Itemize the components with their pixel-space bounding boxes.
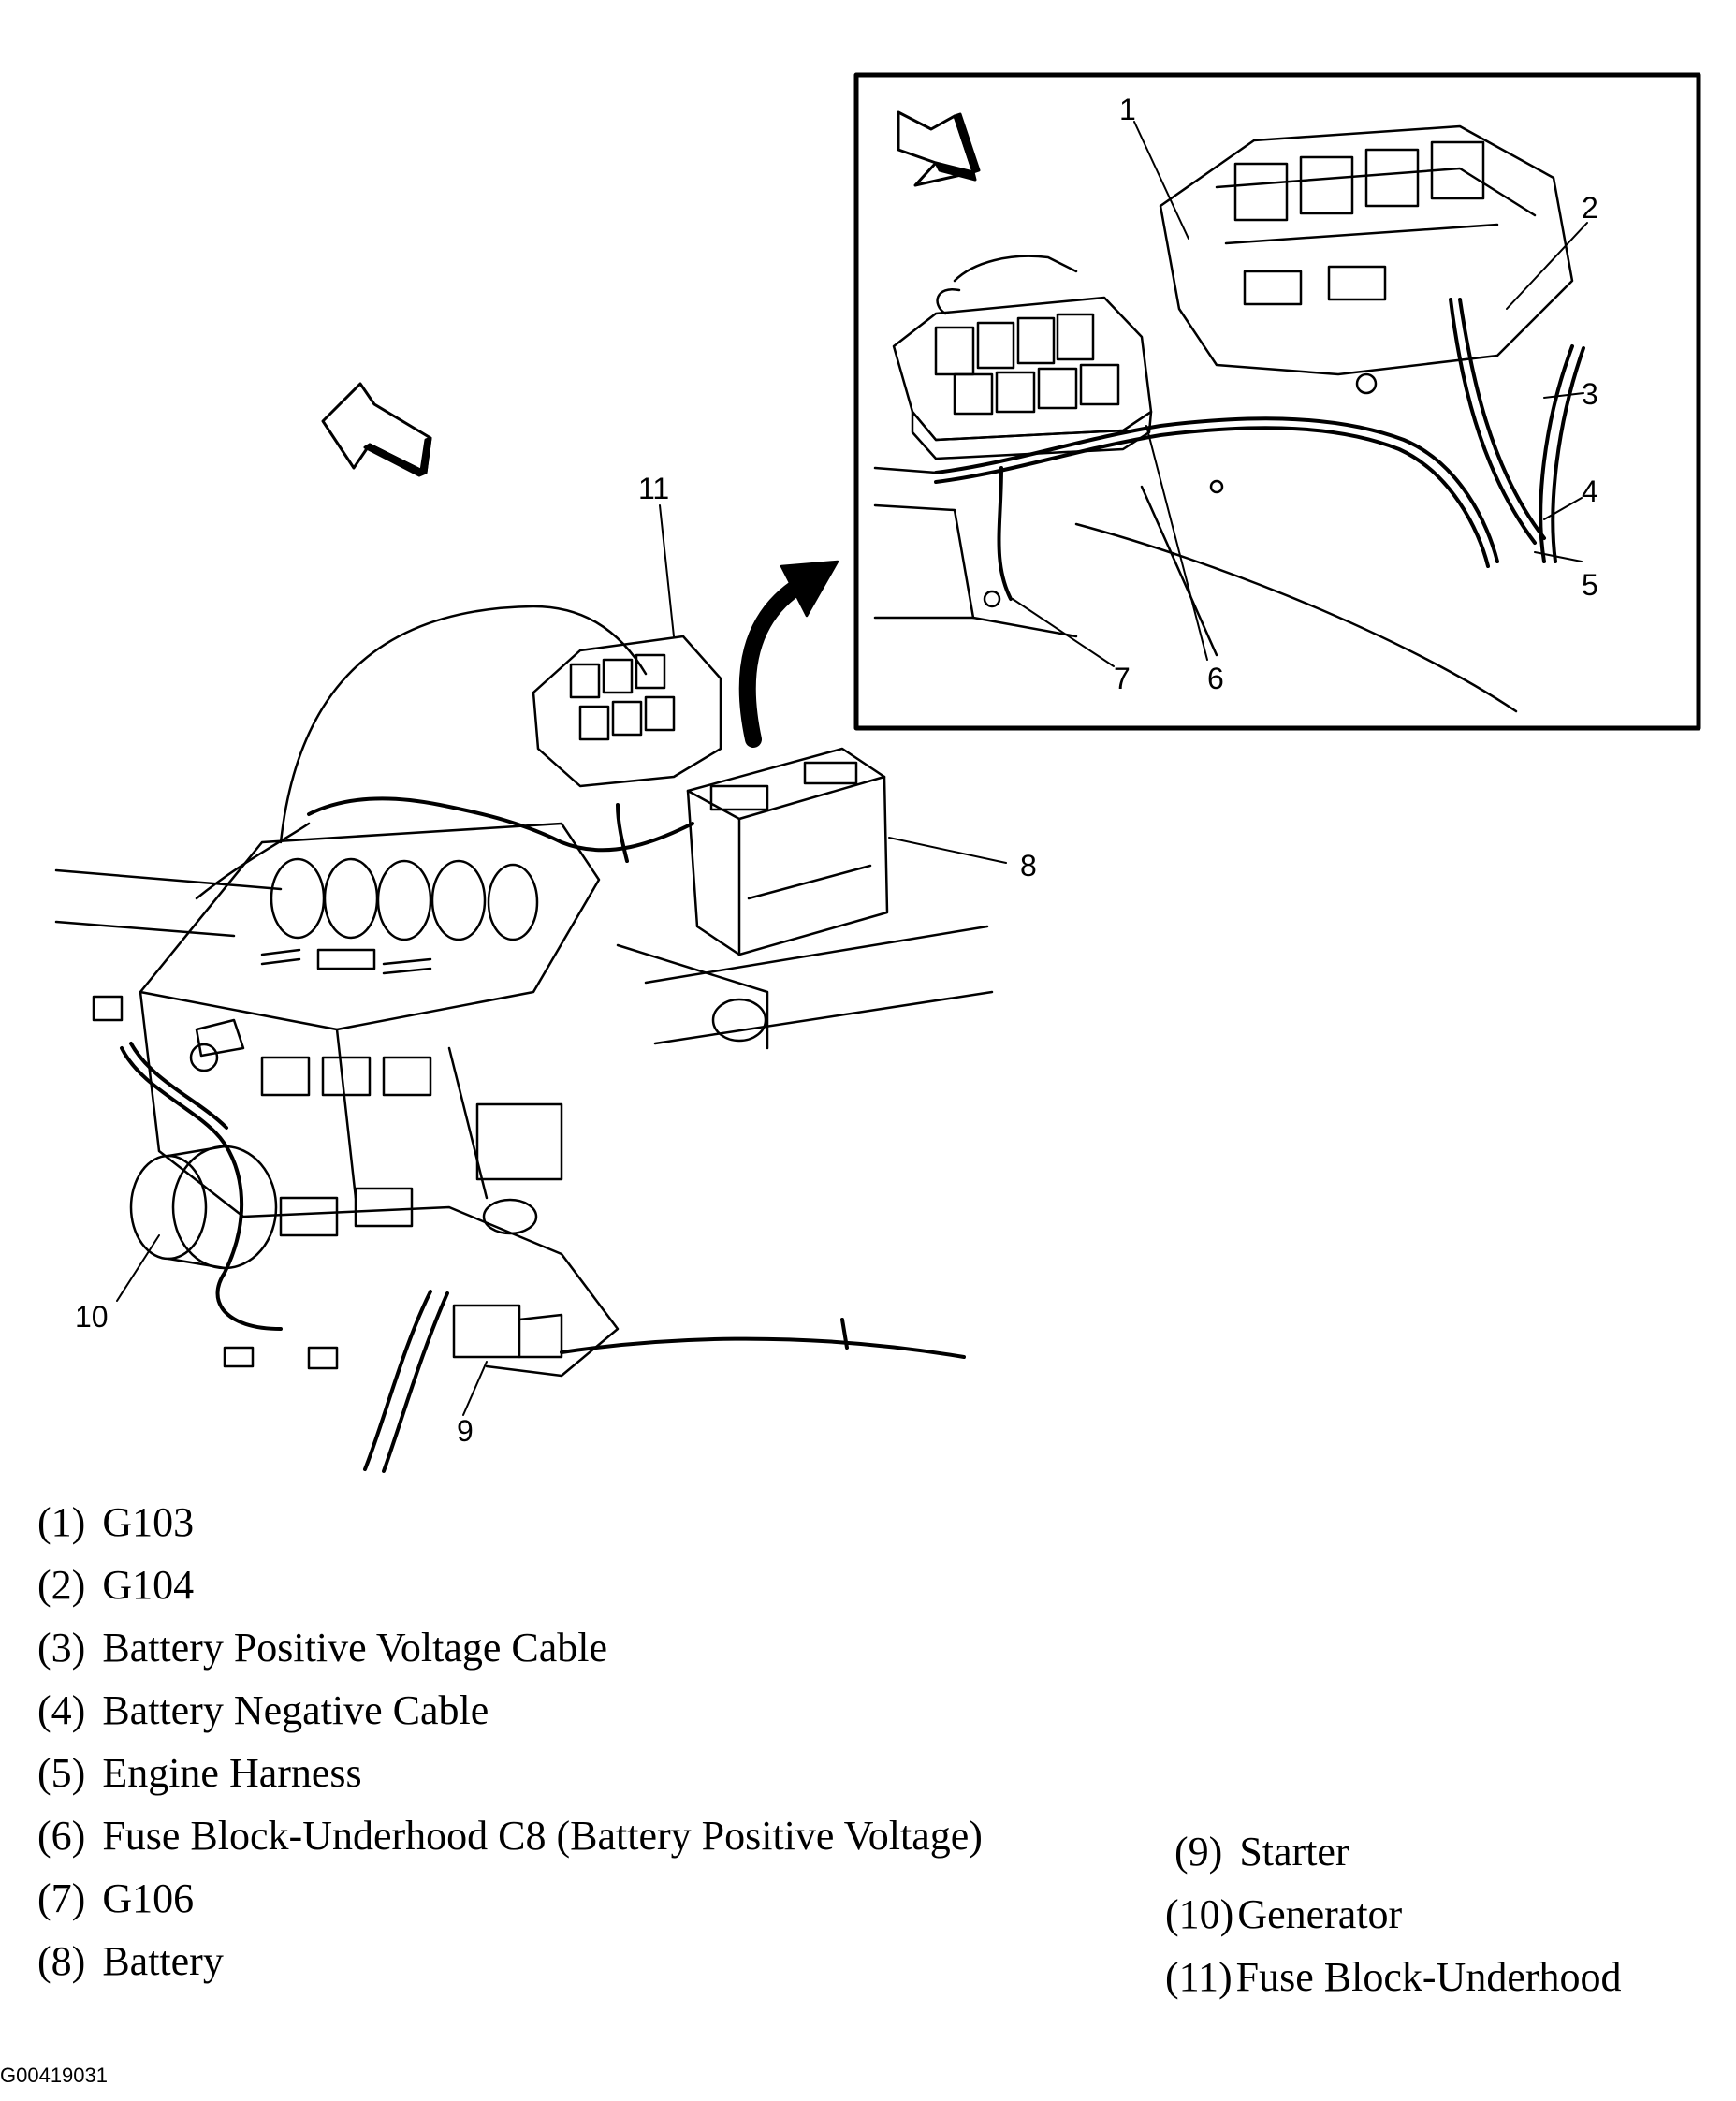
legend-number: (7)	[37, 1875, 86, 1921]
inset-harness	[934, 298, 1585, 601]
inset-leader-lines	[1012, 121, 1588, 667]
legend-text: G106	[102, 1875, 195, 1921]
callout-8: 8	[1020, 849, 1037, 883]
figure-id: G00419031	[0, 2064, 108, 2087]
legend-item-5: (5) Engine Harness	[37, 1751, 362, 1796]
legend-text: Battery Positive Voltage Cable	[102, 1625, 608, 1671]
callout-7: 7	[1114, 662, 1131, 695]
legend-text: Battery	[102, 1938, 224, 1984]
callout-2: 2	[1582, 191, 1598, 225]
main-fuse-block	[532, 635, 722, 788]
legend-item-7: (7) G106	[37, 1876, 194, 1921]
callout-10: 10	[75, 1300, 109, 1334]
legend-item-6: (6) Fuse Block-Underhood C8 (Battery Posi…	[37, 1814, 983, 1859]
legend-text: Fuse Block-Underhood	[1235, 1954, 1622, 2000]
inset-direction-arrow	[897, 110, 981, 187]
legend-number: (6)	[37, 1813, 86, 1859]
callout-1: 1	[1119, 93, 1136, 126]
engine-cover	[139, 822, 601, 1031]
legend-item-11: (11)Fuse Block-Underhood	[1165, 1955, 1622, 2000]
inset-engine-block	[1159, 124, 1574, 494]
legend-number: (3)	[37, 1625, 86, 1671]
legend-number: (4)	[37, 1687, 86, 1733]
callout-3: 3	[1582, 377, 1598, 411]
callout-4: 4	[1582, 474, 1598, 508]
engine-block	[139, 990, 620, 1378]
callout-9: 9	[457, 1414, 474, 1448]
legend-number: (5)	[37, 1750, 86, 1796]
legend-item-2: (2) G104	[37, 1563, 194, 1608]
callout-5: 5	[1582, 568, 1598, 602]
legend-number: (9)	[1174, 1829, 1223, 1875]
main-engine-view	[54, 504, 1007, 1473]
legend-text: Starter	[1239, 1829, 1349, 1875]
legend-text: Battery Negative Cable	[102, 1687, 489, 1733]
engine-harness-wires	[120, 796, 966, 1473]
legend-number: (8)	[37, 1938, 86, 1984]
legend-text: Engine Harness	[102, 1750, 362, 1796]
inset-detail-view	[853, 72, 1701, 731]
legend-item-3: (3) Battery Positive Voltage Cable	[37, 1626, 607, 1671]
inset-pointer-arrow	[738, 560, 839, 748]
legend-text: G104	[102, 1562, 195, 1608]
main-direction-arrow	[321, 382, 432, 477]
legend-text: Fuse Block-Underhood C8 (Battery Positiv…	[102, 1813, 983, 1859]
legend-number: (2)	[37, 1562, 86, 1608]
callout-6: 6	[1207, 662, 1224, 695]
legend-item-1: (1) G103	[37, 1500, 194, 1545]
left-connector	[92, 995, 339, 1370]
legend-text: G103	[102, 1499, 195, 1545]
generator	[129, 1145, 278, 1270]
callout-11: 11	[638, 472, 670, 505]
main-leader-lines	[116, 504, 1007, 1416]
legend-item-10: (10)Generator	[1165, 1892, 1402, 1937]
legend-number: (11)	[1165, 1954, 1233, 2000]
legend-item-4: (4) Battery Negative Cable	[37, 1688, 489, 1733]
legend-number: (10)	[1165, 1891, 1234, 1937]
legend-number: (1)	[37, 1499, 86, 1545]
inset-body-panels	[873, 466, 1518, 713]
battery	[686, 747, 889, 956]
legend-item-8: (8) Battery	[37, 1939, 224, 1984]
inset-fuse-block	[892, 255, 1153, 460]
inset-frame	[853, 72, 1701, 731]
legend-text: Generator	[1237, 1891, 1403, 1937]
starter	[452, 1304, 563, 1359]
legend-item-9: (9) Starter	[1174, 1830, 1349, 1875]
